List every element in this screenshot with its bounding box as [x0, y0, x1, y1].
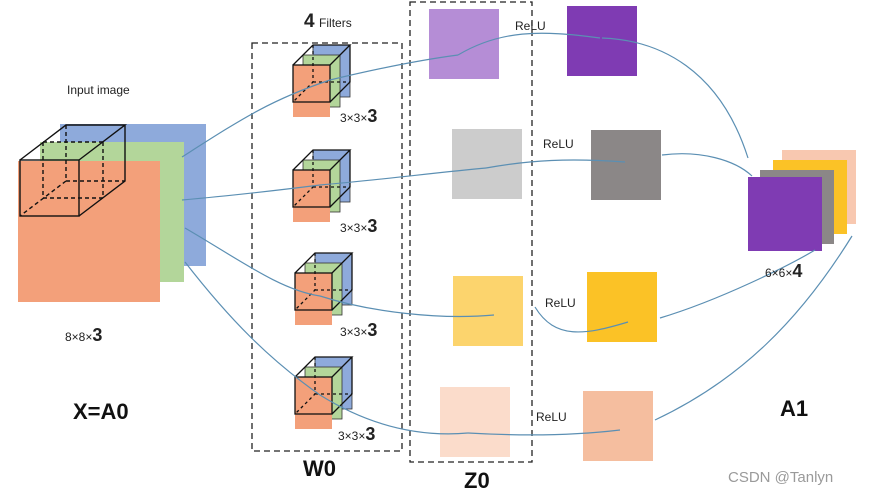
input-channel-red [18, 161, 160, 302]
output-dims-spatial: 6×6× [765, 266, 793, 280]
filter-dims-3: 3×3×3 [340, 321, 377, 339]
connector-input-to-filter3 [184, 227, 321, 297]
filter-cube-2 [292, 149, 352, 222]
filter-channel-red [293, 170, 330, 222]
connector-a4-to-output [654, 235, 853, 421]
activation-map-3 [587, 272, 657, 342]
connector-input-to-filter2 [181, 184, 321, 201]
connector-z3-to-a3 [534, 306, 629, 333]
conv-output-map-4 [440, 387, 510, 457]
filter-dims-4-channels: 3 [365, 424, 376, 444]
filter-dims-1: 3×3×3 [340, 107, 377, 125]
filter-dims-2: 3×3×3 [340, 217, 377, 235]
relu-label-3: ReLU [545, 296, 576, 310]
filters-title: 4 Filters [304, 12, 352, 31]
activation-map-4 [583, 391, 653, 461]
relu-label-4: ReLU [536, 410, 567, 424]
filter-dims-2-channels: 3 [367, 216, 378, 236]
conv-output-map-1 [429, 9, 499, 79]
watermark: CSDN @Tanlyn [728, 469, 834, 486]
connector-z4-to-a4 [467, 429, 621, 436]
filter-channel-red [295, 377, 332, 429]
connector-filter3-to-z3 [319, 295, 495, 318]
conv-output-group-box [409, 1, 533, 463]
output-dims-channels: 4 [792, 261, 803, 281]
connector-a1-to-output [601, 37, 749, 159]
filters-title-text: Filters [319, 16, 352, 30]
input-image-tensor [18, 124, 206, 302]
input-dims: 8×8×3 [65, 326, 102, 344]
filter-dims-3-channels: 3 [367, 320, 378, 340]
conv-output-map-3 [453, 276, 523, 346]
filter-cube-3 [294, 252, 354, 325]
filter-dims-2-spatial: 3×3× [340, 221, 368, 235]
connector-filter2-to-z2 [319, 167, 487, 186]
filter-dims-4: 3×3×3 [338, 425, 375, 443]
filter-cube-1 [292, 44, 352, 117]
filter-cube-4 [294, 356, 354, 429]
connector-z1-to-a1 [457, 32, 601, 56]
input-name: X=A0 [73, 399, 129, 424]
filters-group-box [251, 42, 403, 452]
output-map-1 [748, 177, 822, 251]
input-receptive-field-cube [19, 124, 128, 217]
connector-input-to-filter1 [181, 79, 331, 158]
filter-cube-outline [292, 149, 352, 208]
connector-a3-to-output [659, 249, 816, 319]
activation-map-1 [567, 6, 637, 76]
input-image-label: Input image [67, 83, 130, 97]
connector-lines [181, 32, 853, 436]
activation-map-2 [591, 130, 661, 200]
connector-z2-to-a2 [485, 159, 626, 169]
connector-filter4-to-z4 [319, 394, 469, 435]
filter-dims-3-spatial: 3×3× [340, 325, 368, 339]
input-dims-spatial: 8×8× [65, 330, 93, 344]
filter-cube-outline [294, 356, 354, 415]
filter-dims-1-spatial: 3×3× [340, 111, 368, 125]
connector-a2-to-output [661, 153, 753, 177]
filter-channel-red [295, 273, 332, 325]
filter-dims-1-channels: 3 [367, 106, 378, 126]
connector-input-to-filter4 [184, 261, 321, 396]
filter-dims-4-spatial: 3×3× [338, 429, 366, 443]
input-dims-channels: 3 [92, 325, 103, 345]
relu-label-2: ReLU [543, 137, 574, 151]
filter-cube-outline [294, 252, 354, 311]
filters-name: W0 [303, 456, 336, 481]
conv-output-name: Z0 [464, 468, 490, 493]
connector-filter1-to-z1 [329, 54, 459, 81]
filter-count: 4 [304, 11, 315, 32]
output-feature-stack [748, 150, 856, 251]
output-name: A1 [780, 396, 809, 421]
relu-label-1: ReLU [515, 19, 546, 33]
filter-cube-outline [292, 44, 352, 103]
output-dims: 6×6×4 [765, 262, 802, 280]
